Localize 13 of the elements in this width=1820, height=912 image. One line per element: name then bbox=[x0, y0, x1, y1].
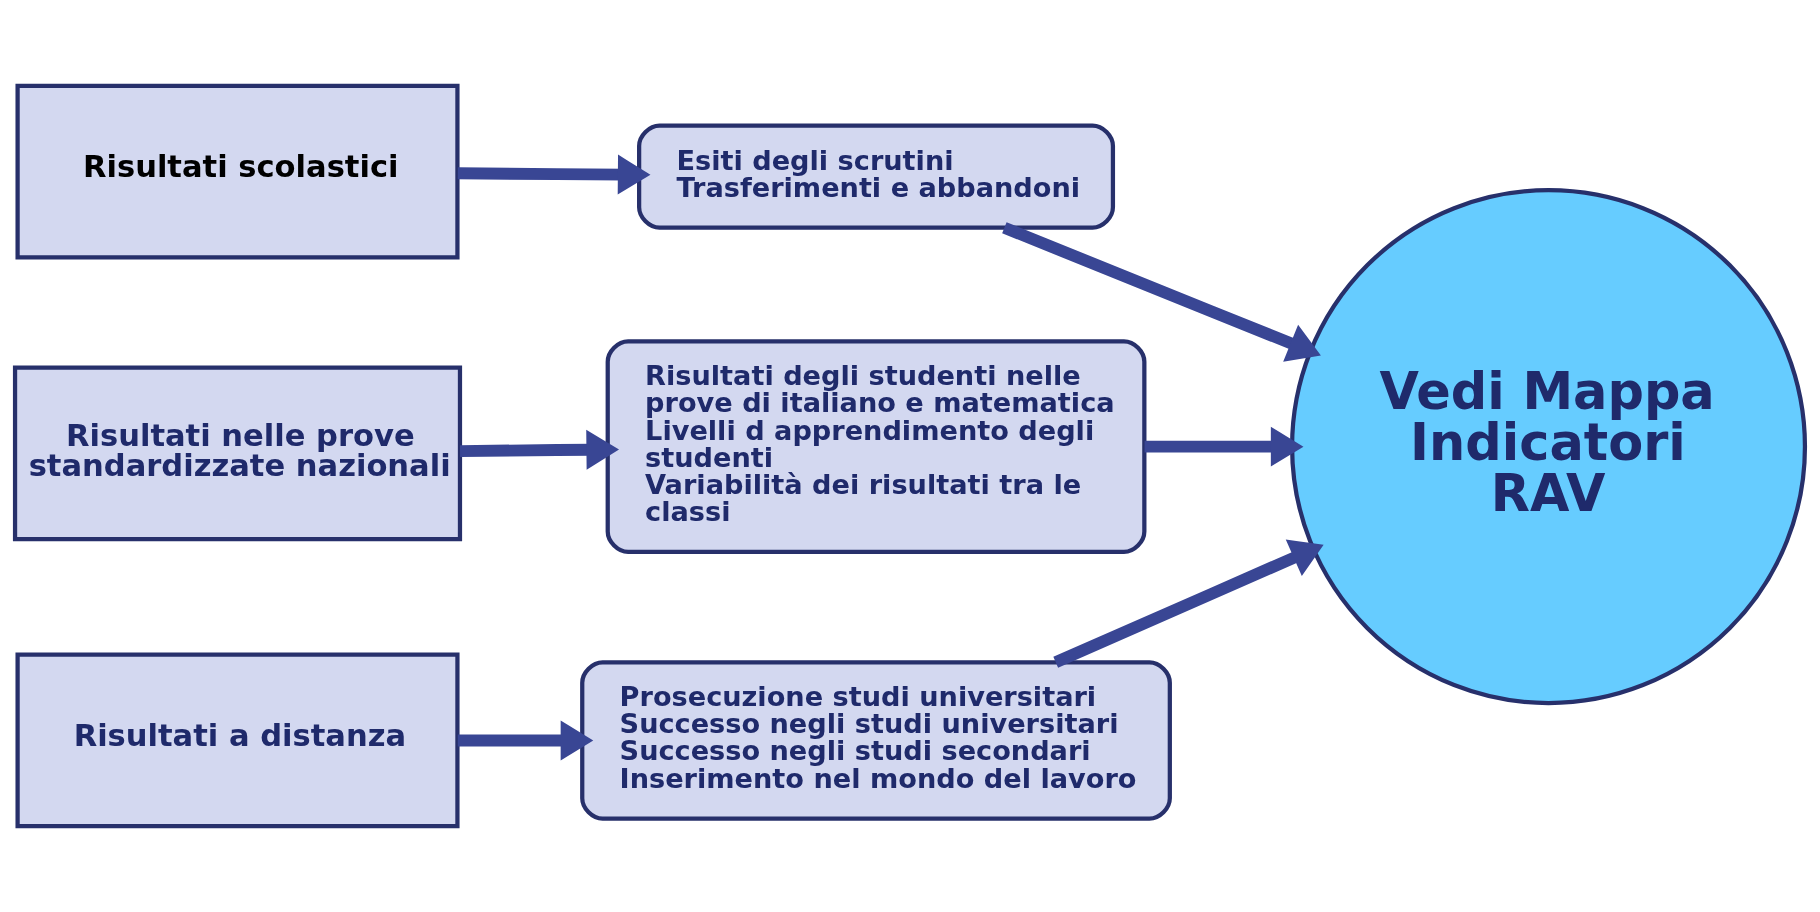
node-box: Risultati degli studenti nelle prove di italiano e matematica Livelli d apprendimento degli studenti Variabilità dei risultati tra le classi bbox=[605, 339, 1147, 555]
arrow bbox=[459, 429, 620, 470]
arrow bbox=[1144, 426, 1304, 467]
node-box: Risultati a distanza bbox=[15, 652, 460, 829]
node-box: Risultati scolastici bbox=[15, 83, 460, 260]
arrow bbox=[1053, 539, 1324, 668]
node-box: Prosecuzione studi universitari Successo negli studi universitari Successo negli studi secondari Inserimento nel mondo del lavoro bbox=[580, 660, 1172, 821]
node-box: Risultati nelle prove standardizzate nazionali bbox=[12, 365, 463, 542]
node-circle: Vedi Mappa Indicatori RAV bbox=[1289, 188, 1808, 706]
arrow bbox=[1002, 222, 1321, 362]
node-box: Esiti degli scrutini Trasferimenti e abbandoni bbox=[637, 123, 1116, 230]
arrow bbox=[457, 720, 594, 761]
arrow bbox=[457, 154, 651, 195]
